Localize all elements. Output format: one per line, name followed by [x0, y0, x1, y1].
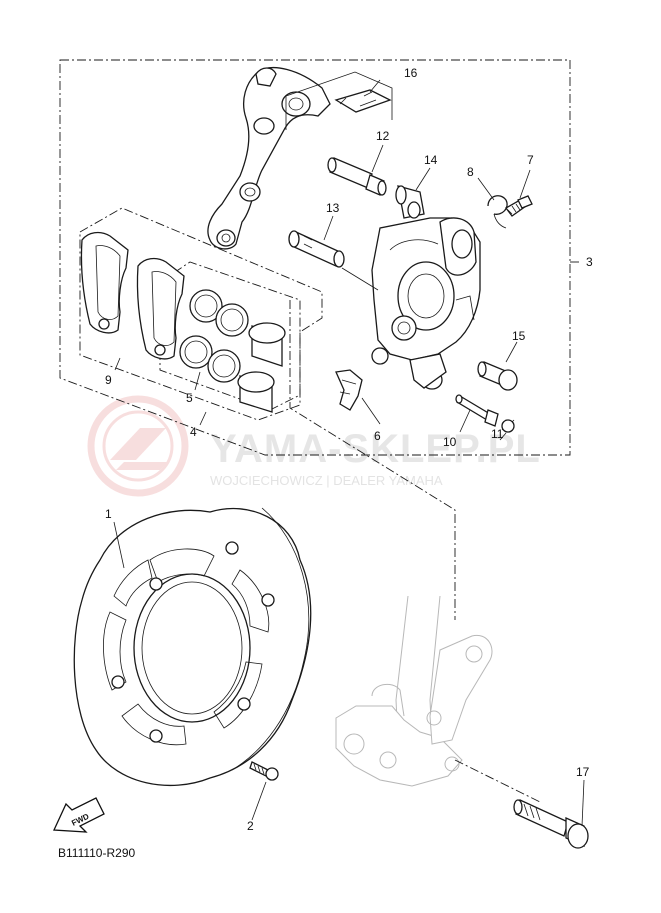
pistons	[237, 322, 286, 413]
callout-11: 11	[491, 427, 504, 441]
callout-8: 8	[467, 165, 474, 179]
bolt-part-17	[513, 799, 589, 849]
watermark-logo	[87, 395, 189, 497]
bolt-part-10	[455, 394, 499, 427]
disc-cutouts	[103, 548, 270, 746]
bleed-screw-part-7	[505, 195, 533, 217]
disc-bolt-part-2	[249, 761, 279, 781]
fwd-arrow-icon: FWD	[53, 797, 105, 833]
callout-15: 15	[512, 329, 526, 343]
pad-spring-part-16	[285, 71, 393, 130]
assembly-boundary	[59, 59, 571, 456]
front-fork-ghost	[335, 595, 493, 787]
callout-5: 5	[186, 391, 193, 405]
plug-part-15	[477, 361, 518, 391]
brake-disc-part-1	[73, 507, 312, 787]
callout-7: 7	[527, 153, 534, 167]
callout-3: 3	[586, 255, 593, 269]
brake-pad-right	[136, 257, 185, 360]
seal-kit-boundary	[159, 261, 301, 411]
watermark-main-text: YAMA-SKLEP.PL	[210, 427, 541, 471]
callout-17: 17	[576, 765, 590, 779]
pin-part-13	[288, 230, 345, 268]
caliper-body-part-3	[371, 217, 481, 390]
callout-9: 9	[105, 373, 112, 387]
support-plate-part-6	[335, 369, 363, 411]
caliper-bracket	[207, 67, 331, 250]
callout-12: 12	[376, 129, 390, 143]
piston-seals-part-5	[179, 289, 249, 383]
callout-14: 14	[424, 153, 438, 167]
callout-6: 6	[374, 429, 381, 443]
callout-4: 4	[190, 425, 197, 439]
boot-part-14	[395, 185, 425, 219]
bleed-cap-part-8	[487, 195, 508, 229]
callout-2: 2	[247, 819, 254, 833]
watermark: YAMA-SKLEP.PL WOJCIECHOWICZ | DEALER YAM…	[87, 395, 541, 497]
callout-13: 13	[326, 201, 340, 215]
spring-part-11	[501, 419, 515, 433]
diagram-reference-code: B111110-R290	[58, 846, 135, 860]
callout-10: 10	[443, 435, 457, 449]
brake-pad-left	[80, 231, 129, 334]
watermark-sub-text: WOJCIECHOWICZ | DEALER YAMAHA	[210, 473, 443, 488]
pin-part-12	[327, 157, 387, 196]
pad-set-boundary	[79, 207, 323, 421]
callout-1: 1	[105, 507, 112, 521]
callout-16: 16	[404, 66, 418, 80]
